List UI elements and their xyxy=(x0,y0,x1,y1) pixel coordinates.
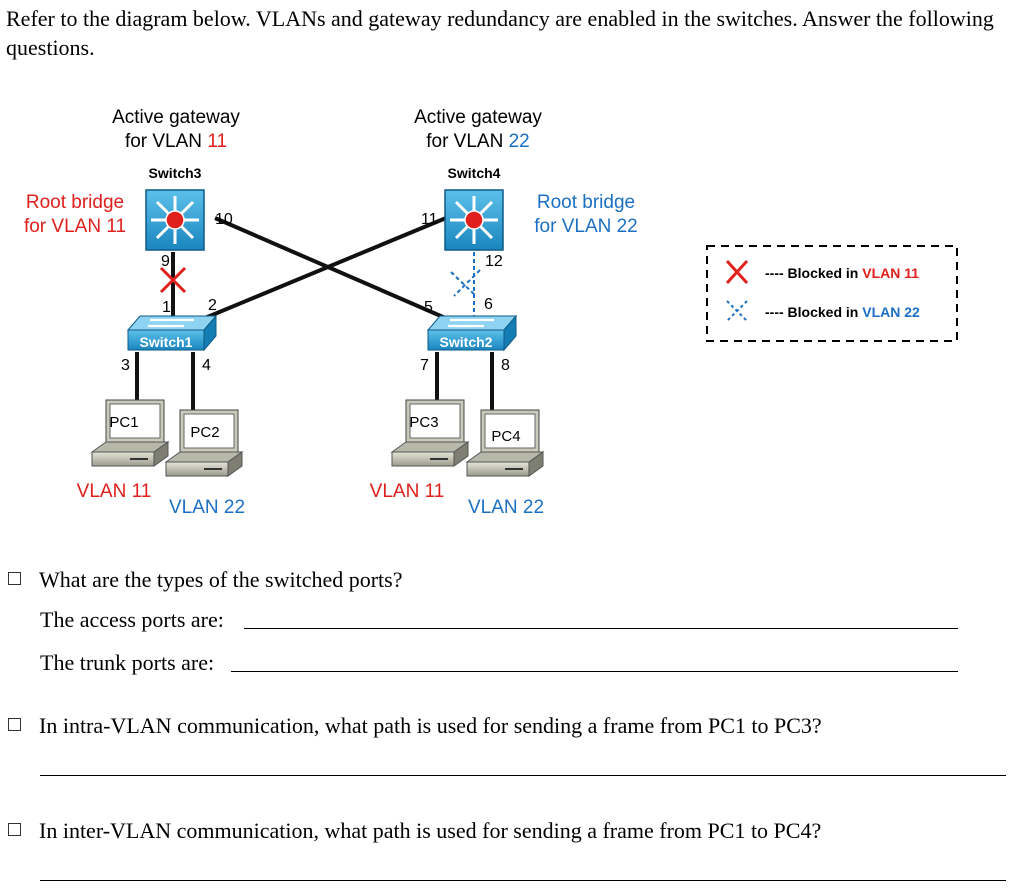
multilayer-switch-icon xyxy=(145,189,205,251)
pc2-label: PC2 xyxy=(190,424,219,441)
port-5: 5 xyxy=(424,299,433,316)
port-7: 7 xyxy=(420,357,429,374)
links xyxy=(135,216,494,410)
pc-icon xyxy=(90,399,170,467)
port-1: 1 xyxy=(162,299,171,316)
switch-icon xyxy=(126,314,218,352)
trunk-ports-answer-line[interactable] xyxy=(231,671,958,672)
pc1-vlan-label: VLAN 11 xyxy=(77,481,152,502)
question-1-text: What are the types of the switched ports… xyxy=(39,567,403,592)
pc2: PC2 xyxy=(164,409,244,477)
pc-icon xyxy=(465,409,545,477)
pc-icon xyxy=(164,409,244,477)
switch3-root-label-1: Root bridge xyxy=(26,192,124,213)
blocked-vlan11-x-icon xyxy=(159,266,187,294)
link-switch4-switch1 xyxy=(204,216,447,320)
pc1-label: PC1 xyxy=(109,414,138,431)
switch-icon xyxy=(426,314,518,352)
question-3-answer-line[interactable] xyxy=(40,880,1006,881)
switch3: Active gateway for VLAN 11 Switch3 Root … xyxy=(24,107,240,251)
intro-text: Refer to the diagram below. VLANs and ga… xyxy=(6,6,994,60)
question-1: What are the types of the switched ports… xyxy=(8,567,402,593)
switch1: Switch1 xyxy=(126,314,218,352)
question-2: In intra-VLAN communication, what path i… xyxy=(8,713,822,739)
pc1: PC1 xyxy=(90,399,170,467)
port-8: 8 xyxy=(501,357,510,374)
checkbox[interactable] xyxy=(8,572,21,585)
pc4-vlan-label: VLAN 22 xyxy=(468,497,544,518)
pc3: PC3 xyxy=(390,399,470,467)
question-2-answer-line[interactable] xyxy=(40,775,1006,776)
question-2-text: In intra-VLAN communication, what path i… xyxy=(39,713,822,738)
switch1-name: Switch1 xyxy=(140,334,193,350)
pc3-vlan-label: VLAN 11 xyxy=(370,481,445,502)
switch2: Switch2 xyxy=(426,314,518,352)
port-4: 4 xyxy=(202,357,211,374)
access-ports-label: The access ports are: xyxy=(40,607,224,632)
switch4-root-label-2: for VLAN 22 xyxy=(534,216,638,237)
port-11: 11 xyxy=(421,211,438,228)
port-3: 3 xyxy=(121,357,130,374)
pc2-vlan-label: VLAN 22 xyxy=(169,497,245,518)
port-9: 9 xyxy=(161,253,170,270)
port-6: 6 xyxy=(484,296,493,313)
checkbox[interactable] xyxy=(8,823,21,836)
switch4-name: Switch4 xyxy=(448,165,501,181)
checkbox[interactable] xyxy=(8,718,21,731)
switch4: Active gateway for VLAN 22 Switch4 Root … xyxy=(414,107,638,251)
pc4: PC4 xyxy=(465,409,545,477)
legend-red-x-icon xyxy=(725,259,749,285)
switch4-active-label-1: Active gateway xyxy=(414,107,542,128)
blocked-vlan22-x-icon xyxy=(450,269,481,297)
switch3-active-label-1: Active gateway xyxy=(112,107,240,128)
access-ports-answer-line[interactable] xyxy=(244,628,958,629)
port-10: 10 xyxy=(215,211,233,228)
legend-item-vlan22: ---- Blocked in VLAN 22 xyxy=(765,304,920,320)
port-12: 12 xyxy=(485,253,503,270)
pc3-label: PC3 xyxy=(409,414,438,431)
switch3-root-label-2: for VLAN 11 xyxy=(24,216,126,237)
legend-item-vlan11: ---- Blocked in VLAN 11 xyxy=(765,265,919,281)
question-3: In inter-VLAN communication, what path i… xyxy=(8,818,821,844)
network-diagram: Active gateway for VLAN 11 Switch3 Root … xyxy=(24,107,958,518)
switch4-root-label-1: Root bridge xyxy=(537,192,635,213)
port-2: 2 xyxy=(208,297,217,314)
switch4-active-label-2: for VLAN 22 xyxy=(426,131,530,152)
pc-icon xyxy=(390,399,470,467)
pc4-label: PC4 xyxy=(491,428,520,445)
switch2-name: Switch2 xyxy=(440,334,493,350)
trunk-ports-label: The trunk ports are: xyxy=(40,650,215,675)
legend-blue-x-icon xyxy=(726,300,748,322)
link-switch3-switch2 xyxy=(214,216,451,322)
multilayer-switch-icon xyxy=(444,189,504,251)
question-3-text: In inter-VLAN communication, what path i… xyxy=(39,818,822,843)
switch3-name: Switch3 xyxy=(149,165,202,181)
legend: ---- Blocked in VLAN 11 ---- Blocked in … xyxy=(706,245,958,342)
switch3-active-label-2: for VLAN 11 xyxy=(125,131,227,152)
